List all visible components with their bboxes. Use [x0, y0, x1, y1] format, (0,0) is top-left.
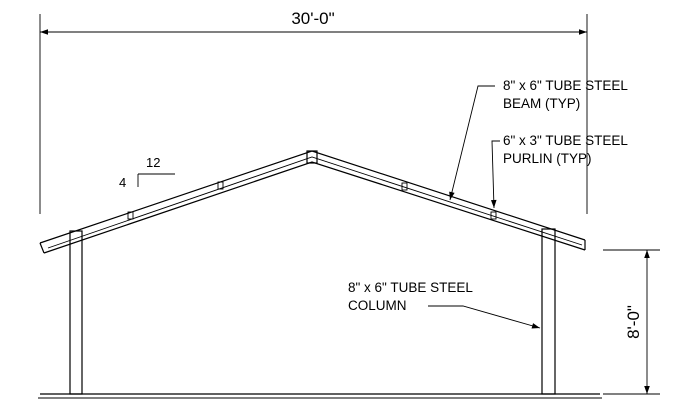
overall-width-dimension: 30'-0"	[39, 9, 588, 214]
ground-line	[38, 393, 602, 399]
purlin	[490, 211, 497, 220]
column-callout-line1: 8" x 6" TUBE STEEL	[348, 280, 473, 295]
purlin	[127, 211, 134, 220]
ridge-cap	[306, 150, 318, 164]
column-right	[541, 228, 556, 395]
column-height-dimension: 8'-0"	[603, 249, 660, 395]
beam-callout: 8" x 6" TUBE STEEL BEAM (TYP)	[449, 78, 628, 201]
purlin-callout-line1: 6" x 3" TUBE STEEL	[503, 133, 628, 148]
beam-leader	[449, 85, 495, 201]
purlin	[217, 181, 224, 190]
column-leader	[428, 305, 541, 329]
purlin-callout-line2: PURLIN (TYP)	[503, 151, 592, 166]
column-height-label: 8'-0"	[624, 305, 643, 339]
beam-callout-line2: BEAM (TYP)	[503, 96, 580, 111]
purlin-callout: 6" x 3" TUBE STEEL PURLIN (TYP)	[490, 133, 628, 209]
slope-rise: 4	[119, 175, 126, 190]
column-callout-line2: COLUMN	[348, 298, 407, 313]
beam-callout-line1: 8" x 6" TUBE STEEL	[503, 78, 628, 93]
roof-slope-indicator: 12 4	[119, 155, 175, 190]
purlin	[401, 182, 408, 191]
overall-width-label: 30'-0"	[291, 9, 334, 28]
purlin-leader	[490, 140, 500, 209]
column-left	[69, 230, 83, 395]
column-callout: 8" x 6" TUBE STEEL COLUMN	[348, 280, 541, 329]
roof-beam	[39, 150, 586, 254]
purlins	[127, 181, 497, 220]
slope-run: 12	[146, 155, 160, 170]
